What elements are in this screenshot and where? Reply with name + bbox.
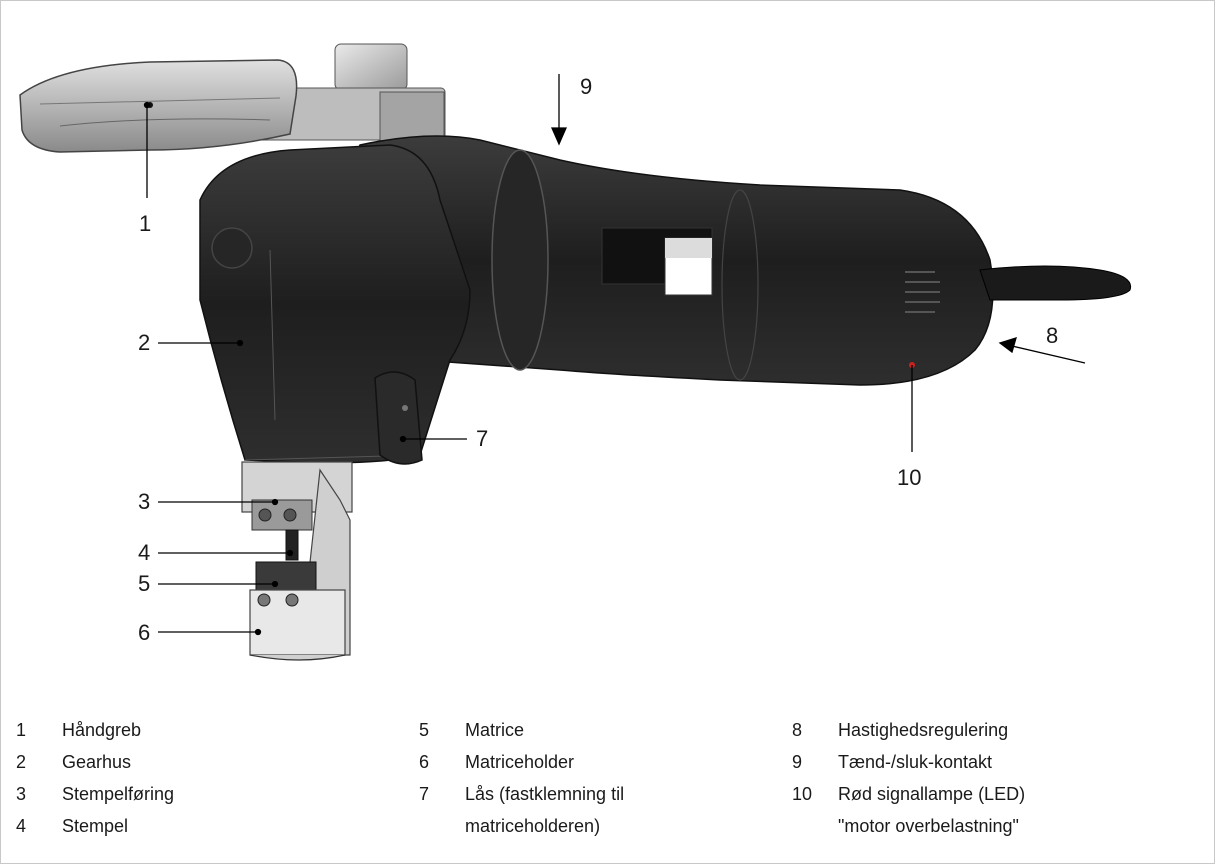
legend-label: Håndgreb xyxy=(62,720,142,740)
motor-housing xyxy=(327,135,1132,386)
callout-2: 2 xyxy=(138,330,151,355)
legend-number: 6 xyxy=(419,752,430,772)
legend-item: 7 Lås (fastklemning til xyxy=(419,784,779,816)
legend-number: 8 xyxy=(792,720,803,740)
callout-10: 10 xyxy=(897,465,922,490)
callout-8: 8 xyxy=(1046,323,1059,348)
legend-column-3: 8 Hastighedsregulering 9 Tænd-/sluk-kontak… xyxy=(792,720,1192,848)
handle-part xyxy=(19,59,298,153)
lock-part xyxy=(374,371,423,465)
legend-label: Tænd-/sluk-kontakt xyxy=(838,752,993,772)
legend-item: 10 Rød signallampe (LED) xyxy=(792,784,1192,816)
legend-item: matriceholderen) xyxy=(419,816,779,848)
legend-number: 7 xyxy=(419,784,430,804)
legend-item: 1 Håndgreb xyxy=(16,720,376,752)
legend-item: 9 Tænd-/sluk-kontakt xyxy=(792,752,1192,784)
legend-number: 4 xyxy=(16,816,27,836)
legend-label: Matriceholder xyxy=(465,752,575,772)
die-assembly xyxy=(241,461,353,661)
legend-label: Stempelføring xyxy=(62,784,175,804)
legend-item: 5 Matrice xyxy=(419,720,779,752)
parts-legend: 1 Håndgreb 2 Gearhus 3 Stempelføring 4 Stemp… xyxy=(0,720,1215,864)
gear-housing-part xyxy=(199,144,471,464)
legend-label: Lås (fastklemning til xyxy=(465,784,625,804)
legend-item: 2 Gearhus xyxy=(16,752,376,784)
callout-3: 3 xyxy=(138,489,151,514)
callout-7: 7 xyxy=(476,426,489,451)
legend-column-1: 1 Håndgreb 2 Gearhus 3 Stempelføring 4 Stemp… xyxy=(16,720,376,848)
legend-item: "motor overbelastning" xyxy=(792,816,1192,848)
legend-number: 2 xyxy=(16,752,27,772)
legend-item: 6 Matriceholder xyxy=(419,752,779,784)
legend-label: Matrice xyxy=(465,720,525,740)
callout-6: 6 xyxy=(138,620,151,645)
legend-item: 3 Stempelføring xyxy=(16,784,376,816)
legend-label: "motor overbelastning" xyxy=(838,816,1019,836)
legend-number: 1 xyxy=(16,720,27,740)
callout-9: 9 xyxy=(580,74,593,99)
legend-label: Stempel xyxy=(62,816,129,836)
callout-5: 5 xyxy=(138,571,151,596)
legend-column-2: 5 Matrice 6 Matriceholder 7 Lås (fastklemni… xyxy=(419,720,779,848)
legend-item: 8 Hastighedsregulering xyxy=(792,720,1192,752)
legend-label: matriceholderen) xyxy=(465,816,601,836)
legend-item: 4 Stempel xyxy=(16,816,376,848)
callout-1: 1 xyxy=(139,211,152,236)
legend-number: 9 xyxy=(792,752,803,772)
legend-label: Hastighedsregulering xyxy=(838,720,1009,740)
legend-label: Gearhus xyxy=(62,752,132,772)
legend-number: 5 xyxy=(419,720,430,740)
legend-number: 3 xyxy=(16,784,27,804)
tool-illustration xyxy=(19,43,1132,661)
legend-number: 10 xyxy=(792,784,813,804)
callout-4: 4 xyxy=(138,540,151,565)
legend-label: Rød signallampe (LED) xyxy=(838,784,1026,804)
